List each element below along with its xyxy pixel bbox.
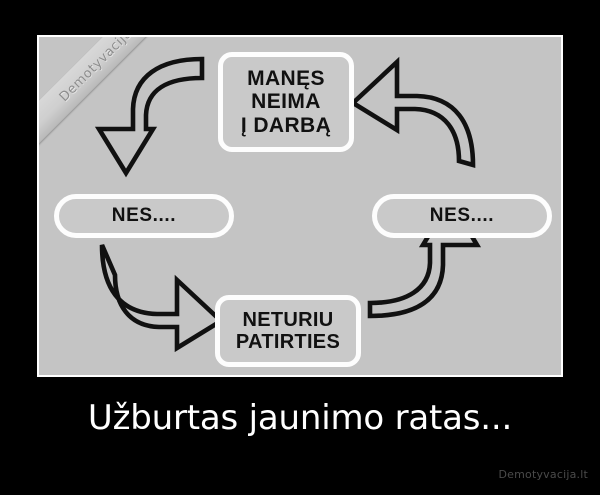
arrow-left-to-bottom <box>99 244 225 353</box>
node-bottom-line-2: PATIRTIES <box>235 331 341 353</box>
poster-caption: Užburtas jaunimo ratas... <box>87 398 513 438</box>
node-nes-right: NES.... <box>372 194 552 238</box>
image-panel: MANĘS NEIMA Į DARBĄ NES.... NES.... NETU… <box>37 35 563 377</box>
node-neturiu-patirties: NETURIU PATIRTIES <box>215 295 361 367</box>
site-credit: Demotyvacija.lt <box>498 468 588 481</box>
node-bottom-line-1: NETURIU <box>242 308 334 331</box>
node-top-line-3: Į DARBĄ <box>240 113 332 137</box>
arrow-right-to-top <box>349 56 476 169</box>
node-top-line-2: NEIMA <box>251 90 321 114</box>
node-top-line-1: MANĘS <box>247 66 325 90</box>
arrow-top-to-left <box>94 56 205 178</box>
node-left-line-1: NES.... <box>111 205 177 227</box>
node-manes-neima-i-darba: MANĘS NEIMA Į DARBĄ <box>218 52 354 152</box>
node-right-line-1: NES.... <box>429 205 495 227</box>
node-nes-left: NES.... <box>54 194 234 238</box>
